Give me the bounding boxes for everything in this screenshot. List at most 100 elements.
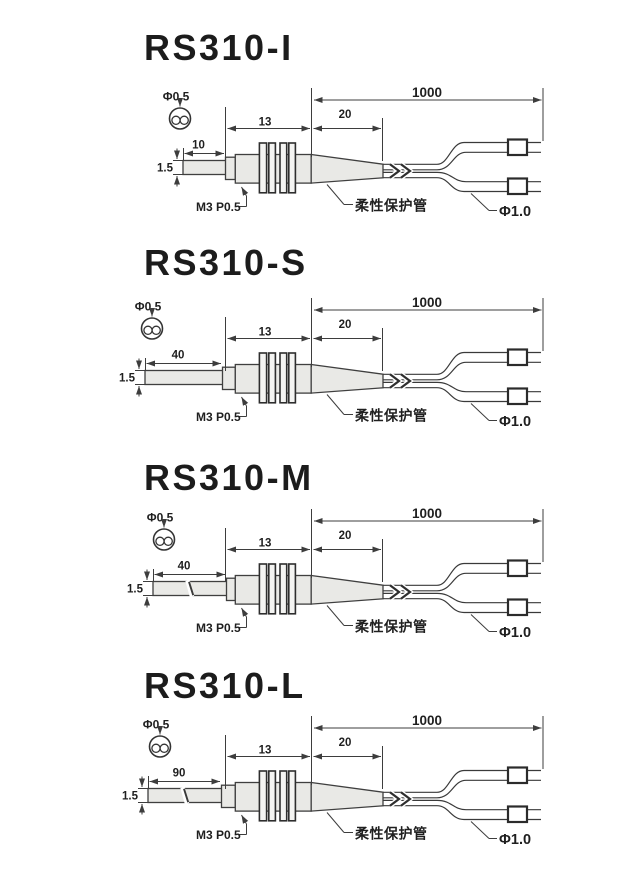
cable-diameter-callout: Φ1.0 (470, 821, 531, 848)
tip-diameter-value: 1.5 (157, 163, 174, 175)
tube-label: 柔性保护管 (354, 619, 428, 635)
fiber-cable-branch (436, 598, 541, 614)
cable-diameter-callout: Φ1.0 (470, 193, 531, 220)
flexible-tube (310, 574, 384, 605)
dim-cable-length: 1000 (314, 85, 542, 103)
fiber-end-view-icon: Φ0.5 (147, 511, 176, 551)
sensor-body (234, 574, 312, 605)
cable-diameter-label: Φ1.0 (499, 625, 531, 641)
fiber-cable-branch (436, 351, 541, 375)
dim-cable-length: 1000 (314, 506, 542, 524)
tip-length-value: 10 (192, 140, 205, 152)
fiber-end-view-icon: Φ0.5 (143, 718, 172, 758)
dim-cable-length: 1000 (314, 295, 542, 313)
mounting-nuts (258, 142, 297, 194)
fiber-end-view-icon: Φ0.5 (163, 90, 192, 130)
fiber-ferrule (506, 559, 529, 578)
sensor-dimension-drawing: Φ0.5 (127, 506, 544, 641)
tube-callout: 柔性保护管 (326, 184, 427, 214)
dimensions: 1000 13 20 90 (122, 713, 544, 815)
fiber-diameter-label: Φ0.5 (135, 300, 162, 314)
fiber-diameter-label: Φ0.5 (163, 90, 190, 104)
fiber-cable-branch (436, 141, 541, 165)
dimensions: 1000 13 20 10 (157, 85, 544, 187)
dim-tube-length: 20 (313, 530, 381, 553)
thread-label: M3 P0.5 (196, 828, 241, 842)
tube-length-value: 20 (339, 109, 352, 121)
mounting-nuts (258, 352, 297, 404)
cable-length-value: 1000 (412, 713, 442, 728)
tip-break-mark-icon (180, 786, 190, 805)
dim-tip-length: 90 (149, 768, 220, 785)
fiber-cable (383, 138, 541, 196)
thread-label: M3 P0.5 (196, 621, 241, 635)
sensor-dimension-drawing: Φ0.5 (122, 713, 544, 848)
tip-diameter-value: 1.5 (119, 373, 136, 385)
tip-collar (224, 156, 236, 181)
tip-collar (220, 784, 236, 809)
fiber-ferrule (506, 387, 529, 406)
dim-tip-length: 40 (154, 561, 225, 578)
fiber-cable-branch (436, 769, 541, 793)
sensor-body (234, 363, 312, 394)
dim-tip-diameter: 1.5 (157, 148, 184, 187)
body-length-value: 13 (259, 538, 272, 550)
sensor-tip (182, 159, 227, 176)
cable-diameter-label: Φ1.0 (499, 414, 531, 430)
mounting-nuts (258, 770, 297, 822)
sensor-dimension-drawing: Φ0.5 (157, 85, 544, 220)
sensor-body (234, 781, 312, 812)
tube-label: 柔性保护管 (354, 826, 428, 842)
tube-label: 柔性保护管 (354, 408, 428, 424)
tip-length-value: 90 (173, 768, 186, 780)
dim-body-length: 13 (227, 327, 310, 342)
tip-length-value: 40 (178, 561, 191, 573)
tip-diameter-value: 1.5 (127, 584, 144, 596)
dim-tube-length: 20 (313, 737, 381, 760)
flex-chevron-icon (388, 162, 415, 180)
body-length-value: 13 (259, 327, 272, 339)
dim-tip-diameter: 1.5 (127, 569, 154, 608)
thread-callout: M3 P0.5 (196, 814, 249, 842)
fiber-ferrule (506, 348, 529, 367)
fiber-cable (383, 766, 541, 824)
sensor-tip (147, 787, 223, 804)
cable-length-value: 1000 (412, 295, 442, 310)
fiber-diameter-label: Φ0.5 (147, 511, 174, 525)
tip-collar (221, 366, 236, 391)
cable-diameter-callout: Φ1.0 (470, 614, 531, 641)
fiber-ferrule (506, 598, 529, 617)
callouts: M3 P0.5 柔性保护管 Φ1.0 (196, 184, 531, 220)
dim-body-length: 13 (227, 117, 310, 132)
tube-callout: 柔性保护管 (326, 605, 428, 635)
thread-callout: M3 P0.5 (196, 607, 249, 635)
tube-length-value: 20 (339, 737, 352, 749)
tube-length-value: 20 (339, 530, 352, 542)
fiber-cable-branch (436, 805, 541, 821)
sensor-dimension-drawing: Φ0.5 (119, 295, 544, 430)
flexible-tube (310, 363, 384, 394)
tube-callout: 柔性保护管 (326, 812, 428, 842)
diagram-title: RS310-I (144, 27, 294, 68)
tube-callout: 柔性保护管 (326, 394, 428, 424)
dim-tip-diameter: 1.5 (122, 776, 149, 815)
fiber-diameter-label: Φ0.5 (143, 718, 170, 732)
diagram-title: RS310-M (144, 457, 314, 498)
thread-label: M3 P0.5 (196, 200, 241, 214)
fiber-cable-branch (436, 562, 541, 586)
dim-body-length: 13 (227, 745, 310, 760)
tip-collar (225, 577, 236, 602)
fiber-cable (383, 348, 541, 406)
dim-tip-length: 40 (146, 350, 221, 367)
tip-break-mark-icon (185, 579, 195, 598)
fiber-cable-branch (436, 177, 541, 193)
fiber-ferrule (506, 766, 529, 785)
fiber-end-view-icon: Φ0.5 (135, 300, 164, 340)
callouts: M3 P0.5 柔性保护管 Φ1.0 (196, 605, 531, 641)
body-length-value: 13 (259, 117, 272, 129)
sensor-head (144, 352, 384, 404)
